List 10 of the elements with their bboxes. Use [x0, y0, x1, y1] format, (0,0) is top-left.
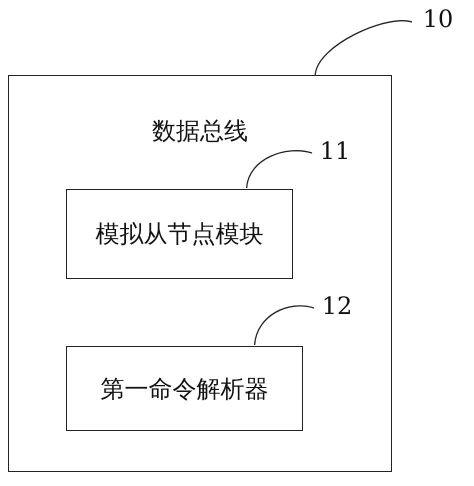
callout-number: 10 — [412, 4, 464, 34]
leader-line — [254, 305, 314, 346]
module-box — [8, 75, 392, 472]
module-box: 模拟从节点模块 — [66, 189, 293, 279]
callout-number: 11 — [313, 136, 357, 166]
callout-number: 12 — [315, 291, 359, 321]
leader-line — [314, 20, 412, 76]
box-heading: 数据总线 — [151, 116, 249, 147]
leader-line — [246, 150, 312, 188]
module-box: 第一命令解析器 — [66, 346, 303, 431]
